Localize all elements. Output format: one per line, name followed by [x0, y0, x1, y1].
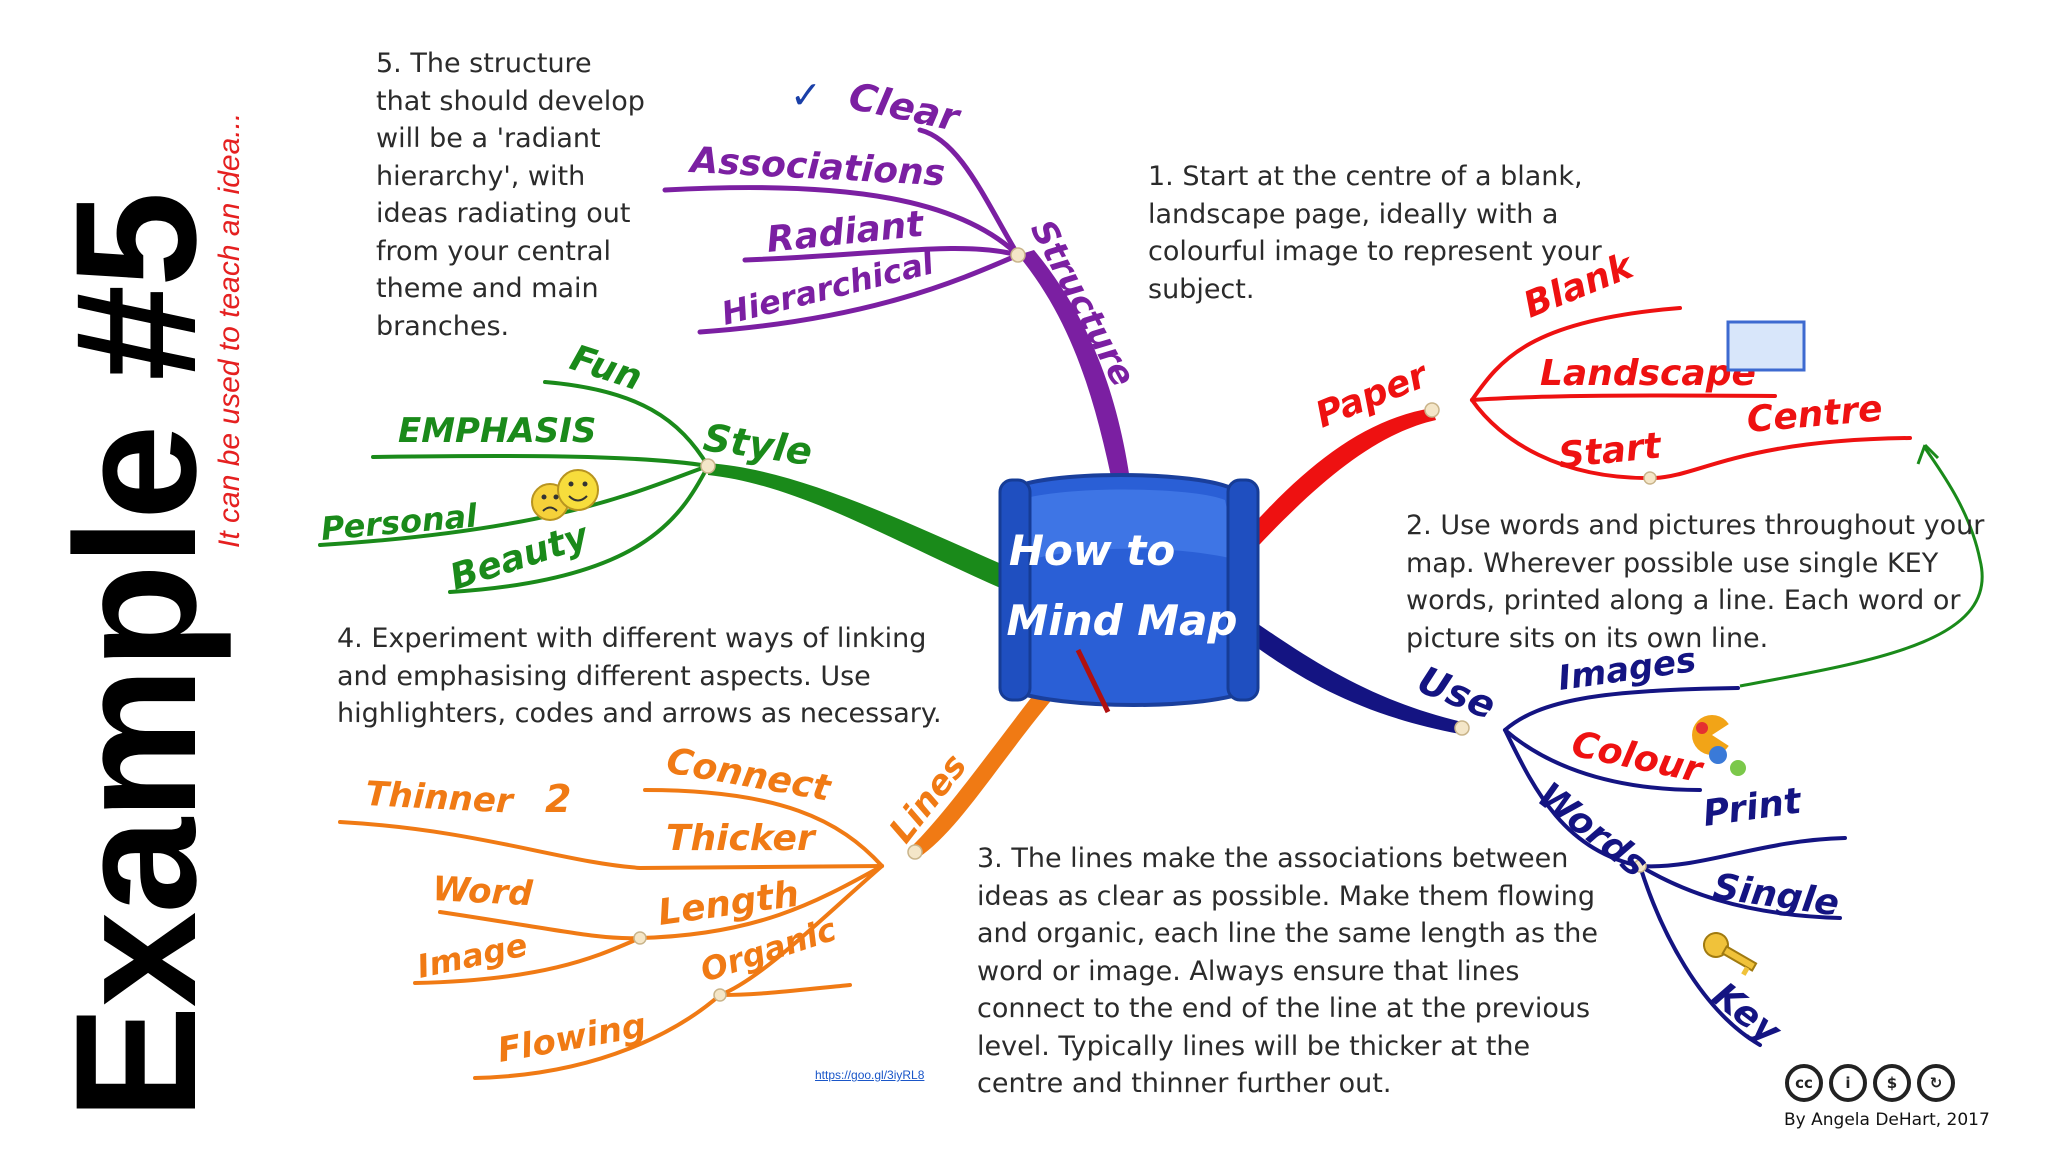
- note-5-line: theme and main: [376, 273, 599, 304]
- note-5: 5. The structure that should develop wil…: [376, 45, 645, 345]
- note-1: 1. Start at the centre of a blank, lands…: [1148, 158, 1602, 308]
- cc-icon: cc: [1785, 1064, 1823, 1102]
- by-icon: i: [1829, 1064, 1867, 1102]
- note-3-line: word or image. Always ensure that lines: [977, 955, 1520, 987]
- label-fun: Fun: [565, 338, 647, 399]
- label-thinner-2: 2: [545, 777, 571, 821]
- note-4-line: and emphasising different aspects. Use: [337, 660, 871, 692]
- trunk-structure: [1018, 250, 1135, 520]
- key-icon: [1703, 932, 1758, 976]
- center-title-line2: Mind Map: [1007, 596, 1238, 645]
- note-3-line: connect to the end of the line at the pr…: [977, 993, 1591, 1024]
- credit: By Angela DeHart, 2017: [1784, 1110, 1990, 1130]
- label-flowing: Flowing: [495, 1005, 650, 1070]
- note-5-line: 5. The structure: [376, 48, 592, 79]
- label-single: Single: [1711, 866, 1842, 924]
- note-5-line: hierarchy', with: [376, 160, 586, 192]
- label-thicker: Thicker: [666, 818, 817, 859]
- note-4: 4. Experiment with different ways of lin…: [337, 620, 942, 733]
- note-5-line: will be a 'radiant: [376, 123, 601, 154]
- check-icon: ✓: [790, 73, 822, 117]
- note-2-line: 2. Use words and pictures throughout you…: [1406, 510, 1985, 541]
- label-personal: Personal: [319, 496, 479, 548]
- trunk-use: [1240, 615, 1462, 734]
- note-2-line: words, printed along a line. Each word o…: [1406, 585, 1961, 616]
- branch-nodes: [633, 247, 1657, 1002]
- source-link[interactable]: https://goo.gl/3iyRL8: [815, 1068, 925, 1082]
- arrow-head: [1916, 443, 1940, 465]
- note-3-line: ideas as clear as possible. Make them fl…: [977, 880, 1595, 912]
- note-2-line: map. Wherever possible use single KEY: [1406, 547, 1939, 579]
- note-3: 3. The lines make the associations betwe…: [977, 840, 1598, 1103]
- note-3-line: 3. The lines make the associations betwe…: [977, 843, 1569, 874]
- note-3-line: centre and thinner further out.: [977, 1068, 1392, 1099]
- label-word: Word: [432, 869, 535, 914]
- note-1-line: colourful image to represent your: [1148, 236, 1602, 267]
- label-length: Length: [656, 874, 802, 934]
- note-3-line: and organic, each line the same length a…: [977, 918, 1598, 949]
- structure-subbranches: [662, 127, 1021, 335]
- center-title-line1: How to: [1009, 526, 1175, 575]
- note-2-line: picture sits on its own line.: [1406, 622, 1769, 654]
- note-5-line: ideas radiating out: [376, 198, 631, 229]
- note-1-line: 1. Start at the centre of a blank,: [1148, 161, 1583, 192]
- label-clear: Clear: [845, 74, 965, 141]
- images-to-centre-arrow: [1739, 447, 1984, 688]
- note-4-line: 4. Experiment with different ways of lin…: [337, 623, 927, 654]
- label-colour: Colour: [1568, 724, 1707, 792]
- license-icons: cc i $ ↻: [1785, 1064, 1955, 1102]
- center-scroll: [998, 473, 1260, 714]
- note-4-line: highlighters, codes and arrows as necess…: [337, 698, 942, 729]
- label-key: Key: [1704, 975, 1789, 1054]
- trunk-style: [708, 463, 1015, 590]
- label-thinner: Thinner: [365, 774, 516, 822]
- picture-frame-icon: [1726, 320, 1806, 372]
- nc-icon: $: [1873, 1064, 1911, 1102]
- label-emphasis: EMPHASIS: [398, 411, 596, 451]
- note-2: 2. Use words and pictures throughout you…: [1406, 507, 1984, 657]
- note-5-line: that should develop: [376, 85, 645, 117]
- note-5-line: branches.: [376, 310, 510, 342]
- label-landscape: Landscape: [1540, 353, 1756, 394]
- note-1-line: subject.: [1148, 273, 1255, 305]
- note-1-line: landscape page, ideally with a: [1148, 198, 1559, 230]
- label-start: Start: [1557, 425, 1665, 477]
- pencil-icon: [1075, 648, 1111, 714]
- sa-icon: ↻: [1917, 1064, 1955, 1102]
- note-5-line: from your central: [376, 235, 612, 267]
- trunk-lines: [908, 680, 1060, 858]
- note-3-line: level. Typically lines will be thicker a…: [977, 1030, 1531, 1062]
- label-print: Print: [1701, 780, 1806, 835]
- smiley-faces-icon: [531, 469, 599, 521]
- palette-icon: [1692, 715, 1746, 776]
